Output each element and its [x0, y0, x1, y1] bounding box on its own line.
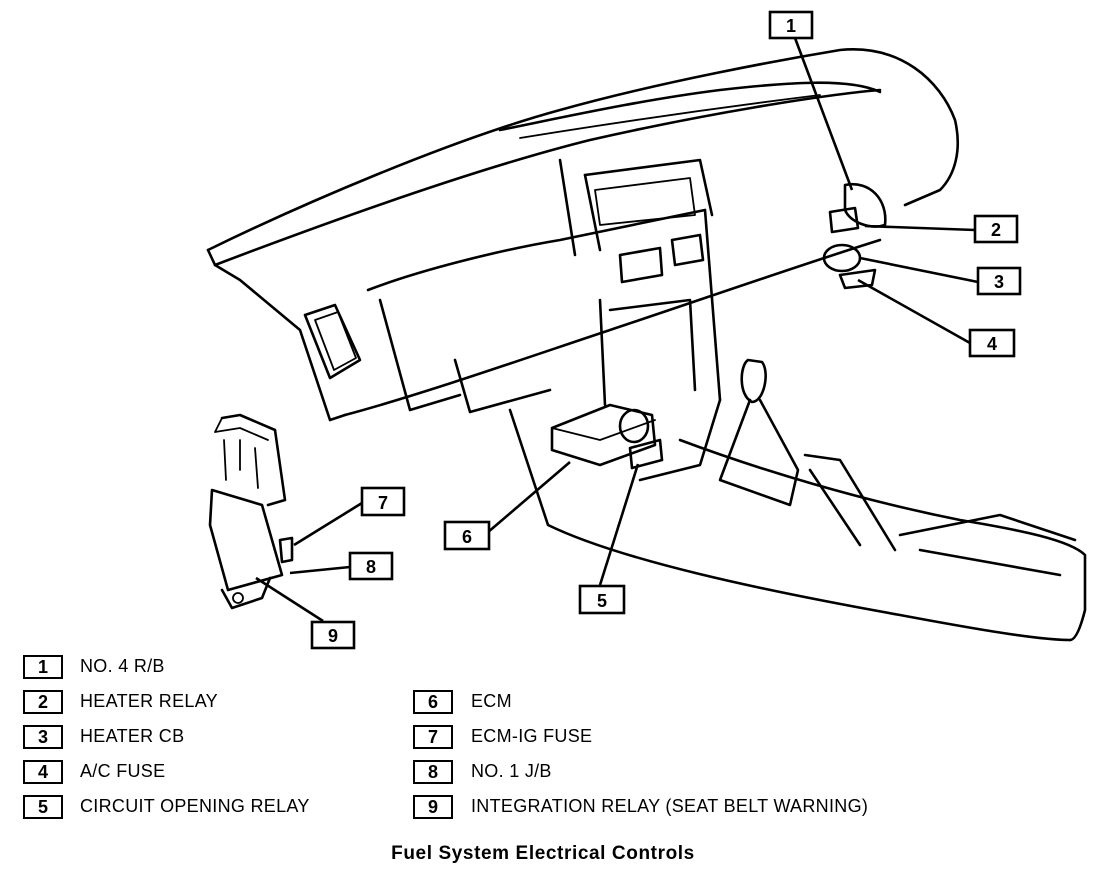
legend-label: ECM [471, 691, 512, 711]
legend-label: CIRCUIT OPENING RELAY [80, 796, 310, 816]
callout-number: 6 [462, 527, 472, 547]
callout-number: 5 [597, 591, 607, 611]
legend-number: 8 [413, 760, 453, 784]
legend-label: HEATER CB [80, 726, 185, 746]
legend-label: A/C FUSE [80, 761, 166, 781]
dashboard-drawing [206, 48, 1087, 642]
legend-label: HEATER RELAY [80, 691, 218, 711]
legend-number: 7 [413, 725, 453, 749]
leader-lines [255, 37, 979, 623]
legend-number: 9 [413, 795, 453, 819]
callout-number: 1 [786, 16, 796, 36]
legend-number: 6 [413, 690, 453, 714]
legend-label: INTEGRATION RELAY (SEAT BELT WARNING) [471, 796, 869, 816]
legend-label: NO. 1 J/B [471, 761, 552, 781]
callout-number: 2 [991, 220, 1001, 240]
callout-number: 9 [328, 626, 338, 646]
callout-number: 3 [994, 272, 1004, 292]
legend-label: NO. 4 R/B [80, 656, 165, 676]
callout-4: 4 [968, 328, 1016, 358]
callout-5: 5 [578, 584, 626, 615]
callout-number: 8 [366, 557, 376, 577]
legend-label: ECM-IG FUSE [471, 726, 593, 746]
figure-caption: Fuel System Electrical Controls [391, 843, 695, 864]
callout-6: 6 [443, 520, 491, 551]
callout-number: 4 [987, 334, 997, 354]
callout-3: 3 [976, 266, 1022, 296]
callout-8: 8 [348, 551, 394, 581]
legend-number: 4 [23, 760, 63, 784]
legend-number: 5 [23, 795, 63, 819]
legend-number: 3 [23, 725, 63, 749]
callout-1: 1 [768, 10, 814, 40]
legend-number: 1 [23, 655, 63, 679]
legend-number: 2 [23, 690, 63, 714]
callout-9: 9 [310, 620, 356, 650]
callout-2: 2 [973, 214, 1019, 244]
callout-7: 7 [360, 486, 406, 517]
callout-number: 7 [378, 493, 388, 513]
